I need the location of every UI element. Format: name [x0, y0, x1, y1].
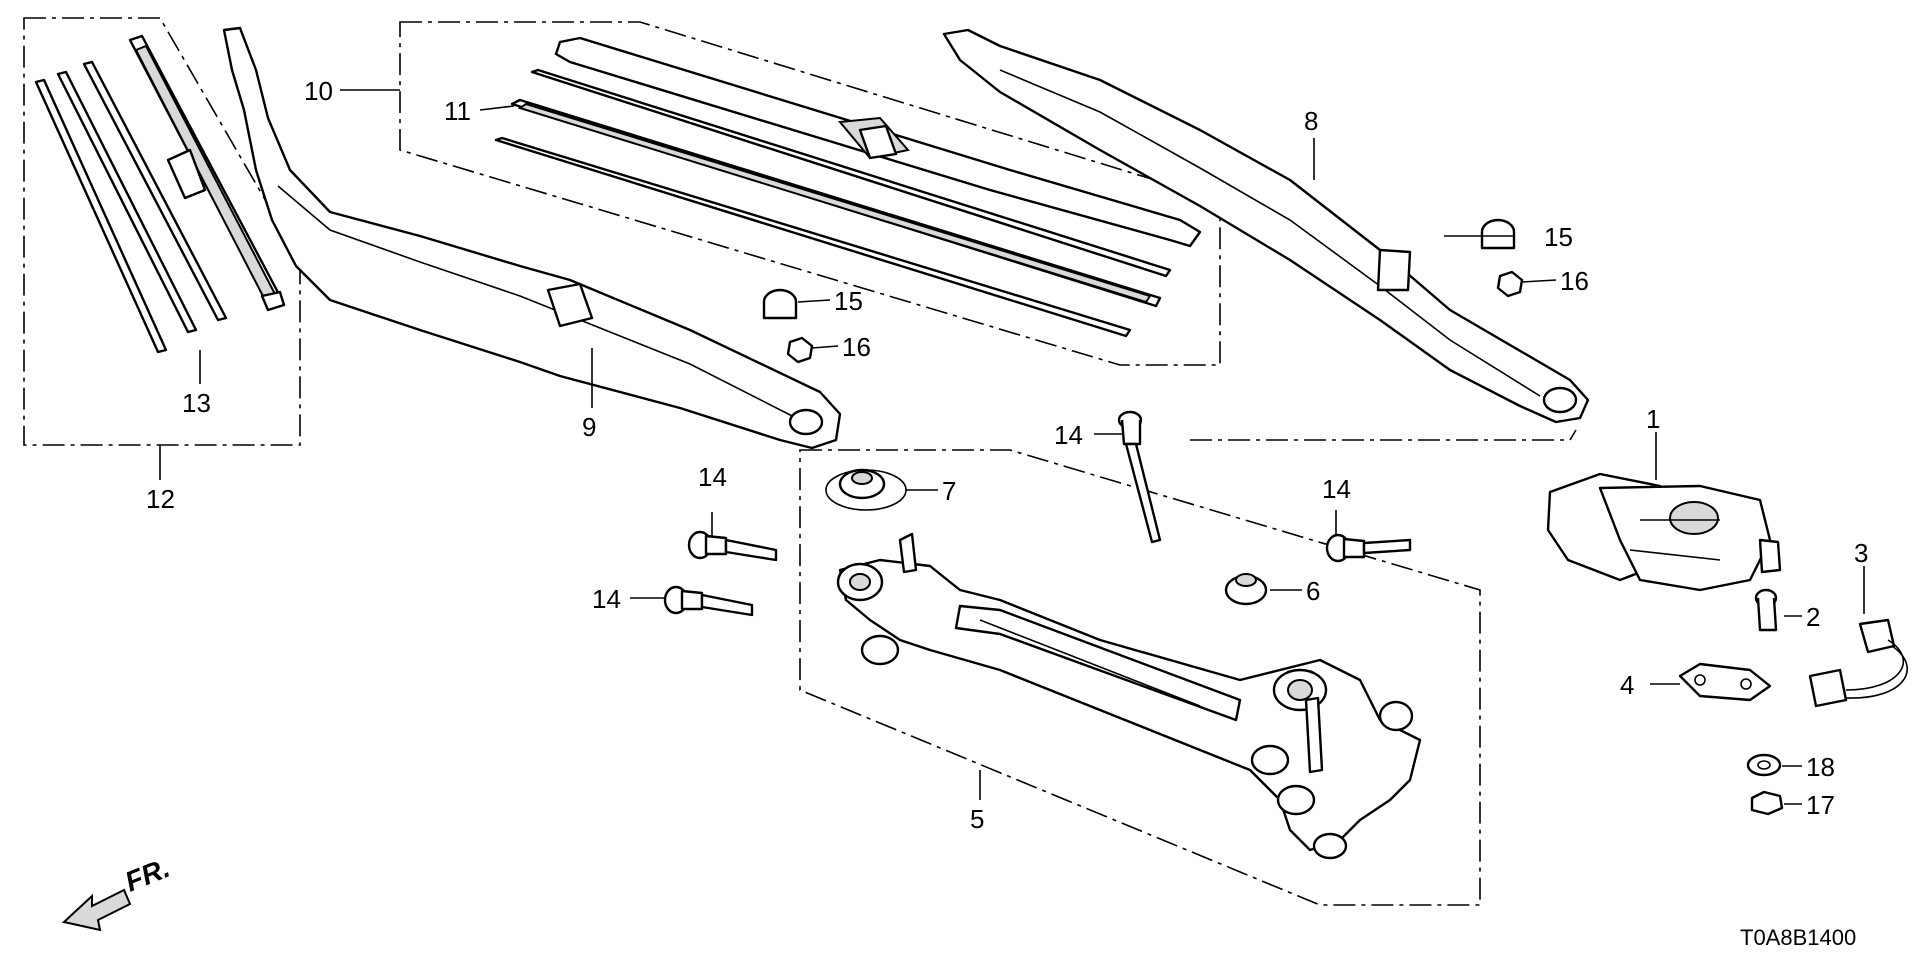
bolt-14-left-lower [663, 585, 754, 617]
nut-17 [1750, 790, 1784, 816]
callout-1: 1 [1646, 404, 1660, 434]
wiper-blade-10 [554, 36, 1202, 248]
blade-group-10-outline [399, 21, 1221, 366]
callout-17: 17 [1806, 790, 1835, 820]
wiper-arm-9 [222, 26, 842, 450]
blade-refill-11 [494, 68, 1172, 338]
callout-6: 6 [1306, 576, 1320, 606]
callout-4: 4 [1620, 670, 1634, 700]
callout-18: 18 [1806, 752, 1835, 782]
callout-9: 9 [582, 412, 596, 442]
blade-group-12-outline [23, 17, 301, 446]
flange-nut-16-right [1496, 270, 1524, 298]
callout-10: 10 [304, 76, 333, 106]
front-direction-arrow: FR. [61, 852, 174, 932]
flange-nut-16-left [786, 336, 814, 364]
bolt-2 [1754, 588, 1778, 632]
callout-12: 12 [146, 484, 175, 514]
wiper-linkage-5 [836, 532, 1422, 860]
callout-5: 5 [970, 804, 984, 834]
callout-14-left-upper: 14 [698, 462, 727, 492]
callout-14-center: 14 [1054, 420, 1083, 450]
leader-lines [159, 89, 1865, 805]
motor-bracket-4 [1678, 662, 1772, 702]
callout-13: 13 [182, 388, 211, 418]
nut-cap-15-left [762, 288, 798, 320]
pivot-cap-6 [1224, 573, 1268, 606]
callout-11: 11 [444, 96, 471, 126]
wiper-arm-8 [942, 28, 1590, 424]
wiper-motor-1 [1546, 472, 1782, 592]
callout-14-left-lower: 14 [592, 584, 621, 614]
pivot-cap-7 [825, 468, 907, 511]
nut-cap-15-right [1480, 218, 1516, 250]
callout-14-right: 14 [1322, 474, 1351, 504]
callout-3: 3 [1854, 538, 1868, 568]
callout-2: 2 [1806, 602, 1820, 632]
callout-15-left: 15 [834, 286, 863, 316]
callout-labels: 1 2 3 4 5 6 7 8 9 10 11 12 13 14 14 14 1… [146, 76, 1868, 834]
callout-7: 7 [942, 476, 956, 506]
front-direction-label: FR. [121, 852, 174, 898]
washer-18 [1746, 753, 1782, 777]
callout-16-right: 16 [1560, 266, 1589, 296]
bolt-14-right [1325, 533, 1412, 563]
callout-8: 8 [1304, 106, 1318, 136]
bolt-14-top-center [1117, 410, 1162, 544]
callout-15-right: 15 [1544, 222, 1573, 252]
bolt-14-left-upper [687, 530, 778, 562]
wiper-blade-12 [128, 34, 286, 312]
linkage-group-5-outline [799, 429, 1577, 906]
sub-harness-3 [1808, 618, 1908, 708]
callout-16-left: 16 [842, 332, 871, 362]
blade-refill-strips-13 [34, 60, 228, 354]
drawing-code: T0A8B1400 [1740, 925, 1856, 950]
